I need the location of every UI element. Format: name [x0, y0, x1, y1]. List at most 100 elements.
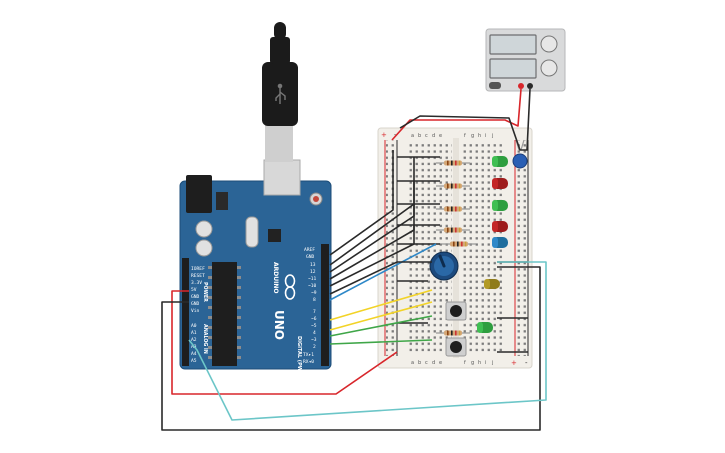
- analog-in-label: ANALOG IN: [202, 324, 208, 354]
- resistor-3: [436, 206, 470, 212]
- arduino-brand-label: ARDUINO: [272, 262, 279, 293]
- signal-wires-yellow: [329, 289, 433, 331]
- signal-wires-green: [329, 315, 433, 345]
- wire-black-pin-9: [329, 261, 432, 295]
- svg-text:a: a: [411, 360, 414, 366]
- power-switch[interactable]: [489, 82, 501, 89]
- svg-text:h: h: [478, 133, 481, 139]
- voltage-regulator: [216, 192, 228, 210]
- led-red-1: [492, 178, 508, 189]
- usb-b-port: [263, 159, 301, 196]
- power-label: POWER: [202, 282, 208, 302]
- resistor-1: [436, 160, 470, 166]
- voltage-knob[interactable]: [540, 35, 558, 53]
- svg-text:f: f: [464, 360, 466, 366]
- svg-text:b: b: [418, 133, 421, 139]
- svg-text:e: e: [439, 360, 442, 366]
- svg-text:13: 13: [310, 262, 316, 268]
- column-letters-top: a b c d e f g h i j: [411, 133, 493, 139]
- led-yellow: [484, 279, 500, 289]
- usb-chip: [268, 229, 281, 242]
- center-channel: [453, 138, 459, 358]
- leds: [477, 156, 508, 333]
- svg-text:RESET: RESET: [191, 273, 205, 279]
- wire-black-supply: [399, 88, 531, 151]
- svg-text:2: 2: [313, 344, 316, 350]
- svg-text:i: i: [485, 133, 486, 139]
- right-rail-holes: [516, 140, 527, 356]
- svg-text:~10: ~10: [308, 283, 317, 289]
- usb-cable: [262, 22, 301, 196]
- svg-text:A4: A4: [191, 351, 197, 357]
- signal-wires-black: [329, 150, 415, 287]
- svg-text:A1: A1: [191, 330, 197, 336]
- svg-text:GND: GND: [191, 294, 200, 300]
- svg-text:j: j: [491, 133, 493, 139]
- dc-power-jack: [186, 175, 212, 213]
- wire-red-5v: [171, 290, 398, 395]
- svg-text:j: j: [491, 360, 493, 366]
- power-analog-header: [182, 258, 189, 366]
- digital-header: [321, 244, 329, 366]
- usb-icon: [275, 83, 286, 104]
- right-terminal-strip: [460, 142, 504, 354]
- svg-text:f: f: [464, 133, 466, 139]
- svg-text:e: e: [439, 133, 442, 139]
- wire-blue-pin-8: [329, 243, 437, 301]
- current-knob[interactable]: [540, 59, 558, 77]
- crystal: [245, 216, 259, 248]
- usb-cable-strain-relief: [274, 22, 286, 40]
- svg-text:g: g: [471, 360, 474, 366]
- svg-text:c: c: [425, 133, 428, 139]
- svg-text:7: 7: [313, 309, 316, 315]
- svg-text:3.3V: 3.3V: [191, 280, 202, 286]
- led-green-3: [477, 322, 493, 333]
- rail-plus-label-top-left: +: [381, 131, 387, 139]
- left-rail-holes: [386, 140, 396, 356]
- resistor-2: [436, 183, 470, 189]
- resistor-5: [442, 241, 476, 247]
- capacitor-1: [195, 220, 213, 238]
- wire-teal-analog: [188, 261, 547, 421]
- potentiometer: [429, 251, 459, 281]
- svg-text:5V: 5V: [191, 287, 197, 293]
- svg-text:TX▸1: TX▸1: [303, 352, 314, 358]
- svg-text:A5: A5: [191, 358, 197, 364]
- svg-text:AREF: AREF: [304, 247, 315, 253]
- svg-text:h: h: [478, 360, 481, 366]
- resistors: [436, 160, 476, 336]
- rail-minus-label-bottom-right: -: [525, 359, 528, 367]
- svg-text:8: 8: [313, 297, 316, 303]
- svg-text:i: i: [485, 360, 486, 366]
- arduino-uno-board: AREF GND 13 12 ~11 ~10 ~9 8 7 ~6 ~5 4 ~3…: [179, 175, 332, 383]
- svg-text:g: g: [471, 133, 474, 139]
- push-button-2: [445, 337, 467, 357]
- infinity-icon: [284, 274, 296, 300]
- svg-text:A0: A0: [191, 323, 197, 329]
- usb-plug-metal: [265, 124, 293, 162]
- svg-text:12: 12: [310, 269, 316, 275]
- svg-text:GND: GND: [306, 254, 315, 260]
- svg-text:~11: ~11: [308, 276, 317, 282]
- svg-text:a: a: [411, 133, 414, 139]
- svg-text:d: d: [432, 133, 435, 139]
- svg-text:Vin: Vin: [191, 308, 200, 314]
- led-green-2: [492, 200, 508, 211]
- wire-red-supply: [391, 88, 522, 141]
- digital-pin-labels: AREF GND 13 12 ~11 ~10 ~9 8 7 ~6 ~5 4 ~3…: [303, 247, 317, 365]
- svg-text:A2: A2: [191, 337, 197, 343]
- svg-text:~5: ~5: [311, 323, 317, 329]
- atmega-chip: [212, 262, 237, 366]
- negative-terminal: [527, 83, 533, 89]
- display-voltage: [489, 34, 537, 55]
- svg-text:~6: ~6: [311, 316, 317, 322]
- svg-text:~9: ~9: [311, 290, 317, 296]
- power-pin-labels: IOREF RESET 3.3V 5V GND GND Vin: [191, 266, 205, 314]
- led-green-1: [492, 156, 508, 167]
- svg-text:c: c: [425, 360, 428, 366]
- wire-black-gnd: [161, 266, 541, 431]
- push-button-1: [445, 301, 467, 321]
- led-red-2: [492, 221, 508, 232]
- uno-model-label: UNO: [272, 310, 286, 340]
- rail-plus-label-bottom-right: +: [511, 359, 517, 367]
